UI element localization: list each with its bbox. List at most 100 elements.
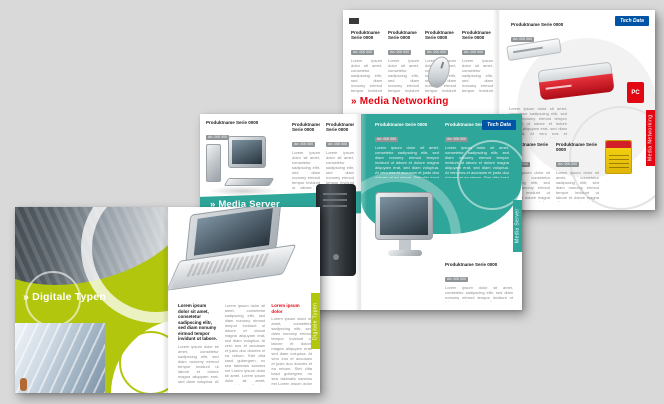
text-column: Produktname Serie 0000 Art. 000 000 Lore… [375, 122, 439, 178]
product-name: Produktname Serie 0000 [511, 22, 564, 27]
corner-mark [349, 18, 359, 24]
pc-shadow [208, 186, 278, 196]
product-name: Produktname Serie 0000 [462, 30, 491, 40]
body-text: Lorem ipsum dolor sit amet, consetetur s… [178, 343, 219, 386]
section-title: » Digitale Typen [23, 291, 106, 303]
monitor-neck [399, 240, 411, 250]
box-band [606, 141, 631, 148]
body-text: Lorem ipsum dolor sit amet, consetetur s… [507, 170, 550, 202]
monitor-frame [375, 192, 433, 240]
monitor-base [388, 250, 422, 256]
body-text: Lorem ipsum dolor sit amet, consetetur s… [292, 150, 320, 190]
sku-box: Art. 000 000 [388, 50, 412, 55]
publisher-logo: Tech Data [615, 16, 649, 26]
ceiling-architecture-photo [15, 323, 105, 393]
server-right-page: Produktname Serie 0000 Art. 000 000 Lore… [361, 114, 522, 310]
section-title: » Media Server [210, 199, 280, 210]
sku-box: Art. 000 000 [462, 50, 486, 55]
text-column: Produktname Serie 0000 Art. 000 000 Lore… [351, 30, 382, 94]
product-name: Produktname Serie 0000 [206, 120, 259, 125]
router-led-strip [545, 84, 572, 90]
pc-tower [206, 144, 221, 182]
pc-monitor [228, 136, 266, 168]
swoosh-ring [457, 140, 522, 210]
box-text-lines [609, 152, 629, 168]
edge-tab-media-server: Media Server [513, 200, 522, 252]
product-header: Produktname Serie 0000 Art. 000 000 [511, 22, 581, 45]
monitor-screen [380, 197, 428, 235]
product-name: Produktname Serie 0000 [388, 30, 417, 40]
sku-box: Art. 000 000 [375, 137, 399, 142]
text-column: Produktname Serie 0000 Art. 000 000 Lore… [326, 122, 354, 190]
text-column: Produktname Serie 0000 Art. 000 000 Lore… [462, 30, 493, 94]
body-text: Lorem ipsum dolor sit amet, consetetur s… [445, 285, 513, 302]
mouse-wheel [440, 61, 445, 69]
sku-box: Art. 000 000 [351, 50, 375, 55]
lead-text: Lorem ipsum dolor sit amet, consetetur s… [178, 303, 217, 341]
digitale-intro-columns: Lorem ipsum dolor sit amet, consetetur s… [178, 303, 312, 385]
text-column: Produktname Serie 0000 Art. 000 000 Lore… [556, 142, 599, 202]
product-name: Produktname Serie 0000 [326, 122, 354, 132]
pc-badge: PC [627, 82, 644, 103]
sku-box: Art. 000 000 [425, 50, 449, 55]
sku-box: Art. 000 000 [511, 37, 535, 42]
product-name: Produktname Serie 0000 [425, 30, 454, 40]
digitale-left-page: » Digitale Typen [15, 207, 168, 393]
body-text: Lorem ipsum dolor sit amet, consetetur s… [556, 170, 599, 202]
drive-bay-lines [323, 193, 347, 207]
product-name: Produktname Serie 0000 [351, 30, 380, 40]
body-text: Lorem ipsum dolor sit amet, consetetur s… [462, 58, 493, 94]
product-name: Produktname Serie 0000 [292, 122, 320, 132]
edge-tab-digitale-typen: Digitale Typen [311, 293, 320, 349]
text-block: Lorem ipsum dolor sit amet, consetetur s… [509, 106, 567, 138]
person-silhouette [20, 378, 27, 391]
body-text: Lorem ipsum dolor sit amet, consetetur s… [224, 303, 266, 385]
text-column: Produktname Serie 0000 Art. 000 000 Lore… [445, 122, 509, 178]
sku-box: Art. 000 000 [292, 142, 316, 147]
swoosh-ring [81, 207, 168, 323]
text-column: Produktname Serie 0000 Art. 000 000 Lore… [388, 30, 419, 94]
body-text: Lorem ipsum dolor sit amet, consetetur s… [445, 145, 509, 178]
body-text: Lorem ipsum dolor sit amet, consetetur s… [271, 316, 312, 385]
product-name: Produktname Serie 0000 [556, 142, 598, 152]
body-text: Lorem ipsum dolor sit amet, consetetur s… [351, 58, 382, 94]
server-right-columns: Produktname Serie 0000 Art. 000 000 Lore… [375, 122, 509, 178]
product-name: Produktname Serie 0000 [375, 122, 428, 127]
text-column: Produktname Serie 0000 Art. 000 000 Lore… [292, 122, 320, 190]
server-top-columns: Produktname Serie 0000 Art. 000 000 Lore… [292, 122, 354, 190]
body-text: Lorem ipsum dolor sit amet, consetetur s… [375, 145, 439, 178]
flat-monitor-photo [373, 192, 437, 262]
black-tower-photo [316, 184, 356, 276]
sku-box: Art. 000 000 [326, 142, 350, 147]
edge-tab-media-networking: Media Networking [646, 110, 655, 166]
spread-digitale-typen: » Digitale Typen Lorem ipsum dolor sit a… [15, 207, 320, 393]
pc-keyboard [223, 178, 275, 186]
networking-top-columns: Produktname Serie 0000 Art. 000 000 Lore… [351, 30, 493, 94]
power-button [333, 254, 339, 260]
product-name: Produktname Serie 0000 [445, 262, 498, 267]
text-block: Produktname Serie 0000 Art. 000 000 Lore… [445, 262, 513, 302]
swoosh-ring [119, 331, 168, 393]
body-text: Lorem ipsum dolor sit amet, consetetur s… [388, 58, 419, 94]
yellow-product-box-photo [605, 140, 632, 174]
sku-box: Art. 000 000 [556, 162, 580, 167]
digitale-right-page: Lorem ipsum dolor sit amet, consetetur s… [168, 207, 320, 393]
product-header: Produktname Serie 0000 Art. 000 000 [206, 120, 280, 143]
laptop-photo [168, 207, 303, 301]
pc-screen [232, 140, 262, 164]
subhead-text: Lorem ipsum dolor [271, 303, 300, 314]
swoosh-ring [569, 106, 655, 210]
sku-box: Art. 000 000 [445, 137, 469, 142]
router-led-strip [513, 46, 543, 54]
sku-box: Art. 000 000 [445, 277, 469, 282]
text-column: Lorem ipsum dolor Lorem ipsum dolor sit … [271, 303, 312, 385]
section-title: » Media Networking [351, 96, 449, 107]
publisher-logo: Tech Data [482, 120, 516, 130]
text-column: Lorem ipsum dolor sit amet, consetetur s… [178, 303, 219, 385]
body-text: Lorem ipsum dolor sit amet, consetetur s… [509, 106, 567, 138]
networking-right-page: Produktname Serie 0000 Art. 000 000 Lore… [499, 10, 655, 210]
text-column: Lorem ipsum dolor sit amet, consetetur s… [225, 303, 266, 385]
sku-box: Art. 000 000 [206, 135, 230, 140]
product-name: Produktname Serie 0000 [445, 122, 498, 127]
